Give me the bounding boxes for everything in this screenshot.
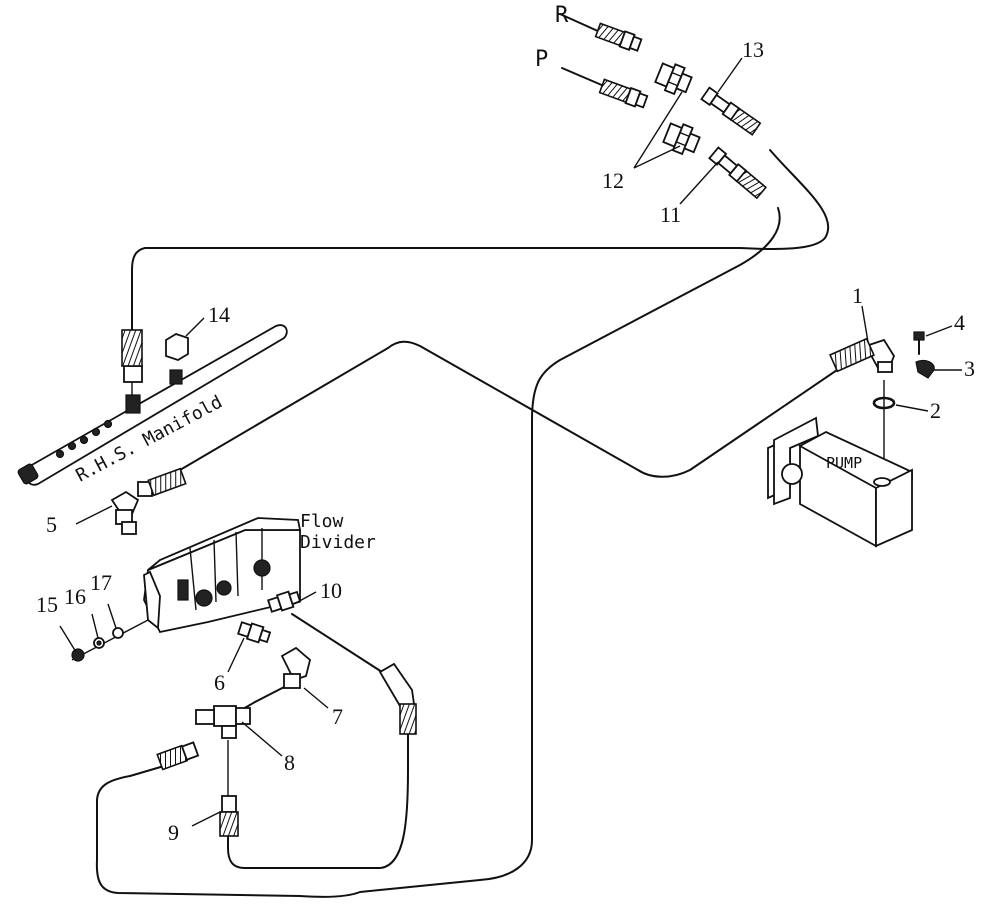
tee-hose-end <box>156 741 200 771</box>
clamp-3 <box>915 359 935 379</box>
callout-16: 16 <box>64 584 86 609</box>
pump-elbow-1 <box>829 337 896 373</box>
bolt-4 <box>913 331 925 355</box>
port-r-label: R <box>555 3 569 28</box>
hose-pressure-line <box>95 207 781 898</box>
flow-divider-label-line1: Flow <box>300 511 344 532</box>
hose-fitting-11 <box>708 146 767 200</box>
outlet-elbow <box>378 662 417 735</box>
fitting-9 <box>219 795 239 837</box>
callout-9: 9 <box>168 820 179 845</box>
callout-11: 11 <box>660 202 681 227</box>
callout-14: 14 <box>208 302 230 327</box>
tee-fitting-8 <box>195 705 251 739</box>
divider-port-1 <box>195 589 213 607</box>
hardware-15-17 <box>71 627 124 662</box>
port-r-assembly <box>559 13 643 52</box>
fitting-10 <box>267 590 302 613</box>
leader-lines <box>59 57 962 827</box>
elbow-fitting-7 <box>280 646 312 689</box>
hose-divider-outlet <box>291 613 383 673</box>
port-p-assembly <box>561 67 649 109</box>
callout-6: 6 <box>214 670 225 695</box>
callout-8: 8 <box>284 750 295 775</box>
manifold-hose-end <box>121 329 143 367</box>
nut-15 <box>71 648 85 662</box>
callout-5: 5 <box>46 512 57 537</box>
washer-17 <box>112 627 124 639</box>
fitting-6 <box>237 621 272 644</box>
manifold-port-fitting <box>125 394 141 414</box>
hose-fitting-13 <box>700 86 762 136</box>
hardware-axis <box>71 619 149 661</box>
hose-elbow-down <box>227 733 409 869</box>
divider-port-2 <box>216 580 232 596</box>
divider-port-3 <box>253 559 271 577</box>
callout-13: 13 <box>742 37 764 62</box>
port-p-hose-crimp <box>598 78 632 104</box>
callout-12: 12 <box>602 168 624 193</box>
callout-17: 17 <box>90 570 112 595</box>
callout-7: 7 <box>332 704 343 729</box>
callout-1: 1 <box>852 283 863 308</box>
pump <box>767 416 913 548</box>
callout-4: 4 <box>954 310 965 335</box>
hose-pump-supply <box>179 340 841 478</box>
callout-10: 10 <box>320 578 342 603</box>
rhs-manifold <box>17 324 288 486</box>
callout-15: 15 <box>36 592 58 617</box>
callout-2: 2 <box>930 398 941 423</box>
hose-lines <box>71 149 885 898</box>
manifold-end-cap <box>17 463 39 485</box>
flow-divider-label-line2: Divider <box>300 532 376 553</box>
elbow-fitting-5 <box>110 467 187 535</box>
pump-label: PUMP <box>826 454 862 472</box>
callout-3: 3 <box>964 356 975 381</box>
port-p-label: P <box>535 47 548 72</box>
o-ring-2 <box>872 396 896 410</box>
plug-14 <box>165 333 189 385</box>
flow-divider <box>143 517 302 634</box>
bulkhead-fitting-upper <box>654 62 693 96</box>
hose-return-line <box>131 149 830 331</box>
